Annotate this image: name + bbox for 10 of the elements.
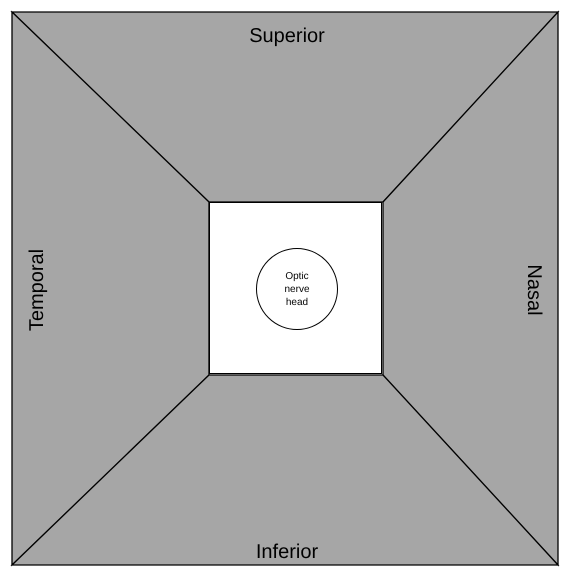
region-label: Inferior	[256, 542, 318, 562]
circle-label: Optic nerve head	[283, 270, 310, 308]
superior-region	[12, 12, 558, 202]
nasal-region	[383, 12, 558, 565]
inferior-region	[12, 375, 558, 565]
central-square	[209, 202, 382, 374]
region-label: Nasal	[524, 264, 544, 316]
region-label: Temporal	[27, 248, 47, 332]
temporal-region	[12, 12, 209, 565]
region-label: Superior	[249, 26, 325, 46]
